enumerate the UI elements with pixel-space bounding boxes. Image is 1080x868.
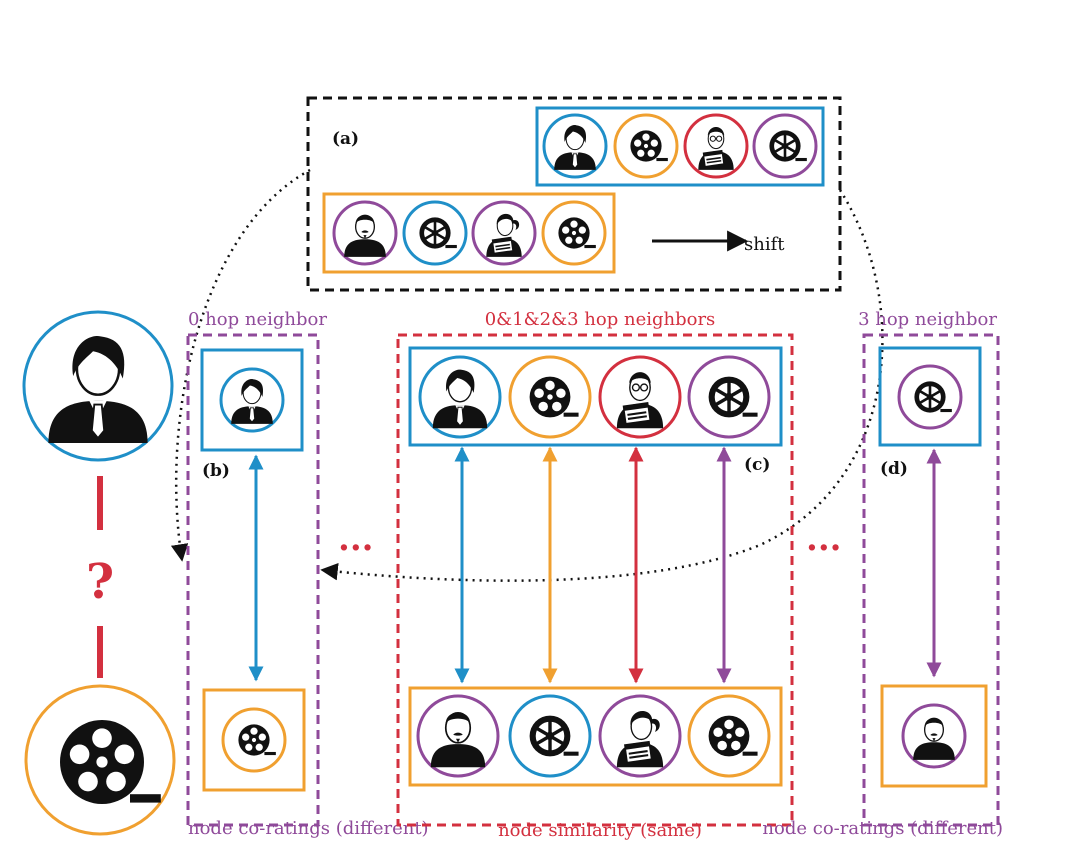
bottom-sequence (332, 200, 607, 266)
zero-hop-title: 0 hop neighbor (188, 309, 327, 330)
panel-d-label: (d) (880, 459, 908, 479)
panel-a-frame (306, 96, 842, 292)
panel-a: (a) shift (306, 96, 842, 292)
panel-c-label: (c) (744, 455, 770, 475)
panel-c-bottom-box (408, 686, 783, 787)
caption-middle: node similarity (same) (498, 820, 702, 841)
panel-d-top-box (878, 346, 982, 447)
query-pair: ? (22, 310, 176, 836)
panel-d-frame (862, 333, 1000, 827)
panel-c-frame (396, 333, 794, 827)
bottom-sequence-box (322, 192, 616, 274)
question-mark: ? (86, 554, 114, 610)
panel-d-bottom-box (880, 684, 988, 788)
caption-left: node co-ratings (different) (188, 818, 429, 839)
panel-c-top-sequence (418, 355, 771, 439)
panel-c-top-box (408, 346, 783, 447)
top-sequence (542, 113, 818, 179)
top-sequence-box (535, 106, 825, 187)
panel-b-bottom-box (202, 688, 306, 792)
caption-right: node co-ratings (different) (762, 818, 1003, 839)
panel-c-bottom-sequence (416, 694, 771, 778)
connector-a-to-b (170, 168, 311, 562)
panel-b-label: (b) (202, 461, 230, 481)
ellipsis-left: ... (338, 519, 374, 559)
ellipsis-right: ... (806, 519, 842, 559)
panel-d: 3 hop neighbor (d) node co-ratings (diff… (762, 309, 1003, 839)
panel-b-top-box (200, 348, 304, 452)
panel-b: 0 hop neighbor (b) node co-ratings (diff… (186, 309, 429, 839)
panel-c: 0&1&2&3 hop neighbors (c) (396, 309, 794, 841)
three-hop-title: 3 hop neighbor (858, 309, 997, 330)
shift-label: shift (744, 234, 785, 255)
panel-a-label: (a) (332, 129, 359, 149)
multi-hop-title: 0&1&2&3 hop neighbors (485, 309, 716, 330)
panel-b-frame (186, 333, 320, 827)
